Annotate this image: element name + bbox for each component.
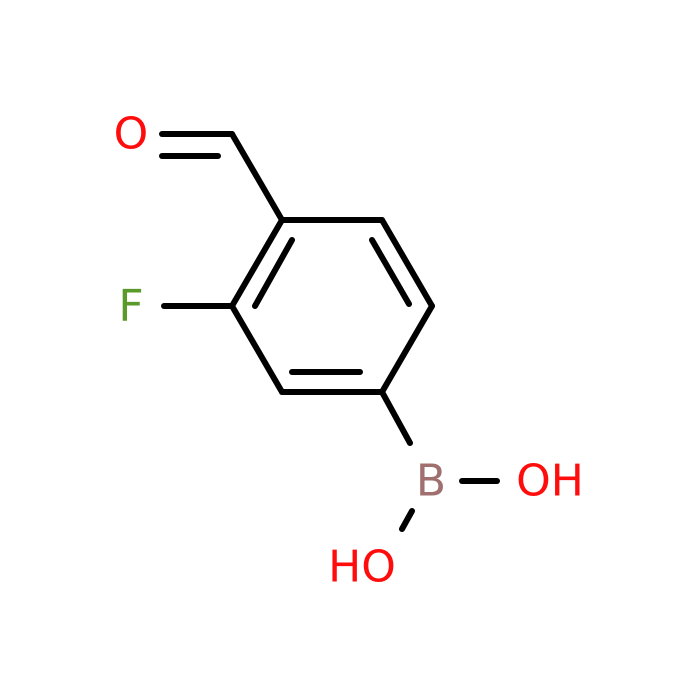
atom-label-carbonyl-oxygen: O — [114, 109, 149, 160]
ring-double-bond-inner-1 — [369, 237, 412, 307]
ring-bond-c6-c1 — [229, 217, 285, 309]
ring-double-bond-inner-3 — [252, 237, 295, 309]
bond-ring-to-boron — [379, 389, 413, 446]
bond-boron-to-oh-bottom — [399, 508, 415, 532]
atom-label-hydroxyl-right: OH — [516, 456, 584, 507]
bond-ring-to-aldehyde-carbon — [229, 131, 285, 223]
atom-label-hydroxyl-bottom: HO — [328, 542, 396, 593]
ring-bond-c3-c4 — [379, 303, 435, 395]
atom-label-boron: B — [416, 456, 446, 507]
ring-bond-c5-c6 — [229, 303, 285, 395]
atom-label-fluorine: F — [118, 281, 143, 332]
ring-bond-c2-c3 — [379, 217, 435, 309]
